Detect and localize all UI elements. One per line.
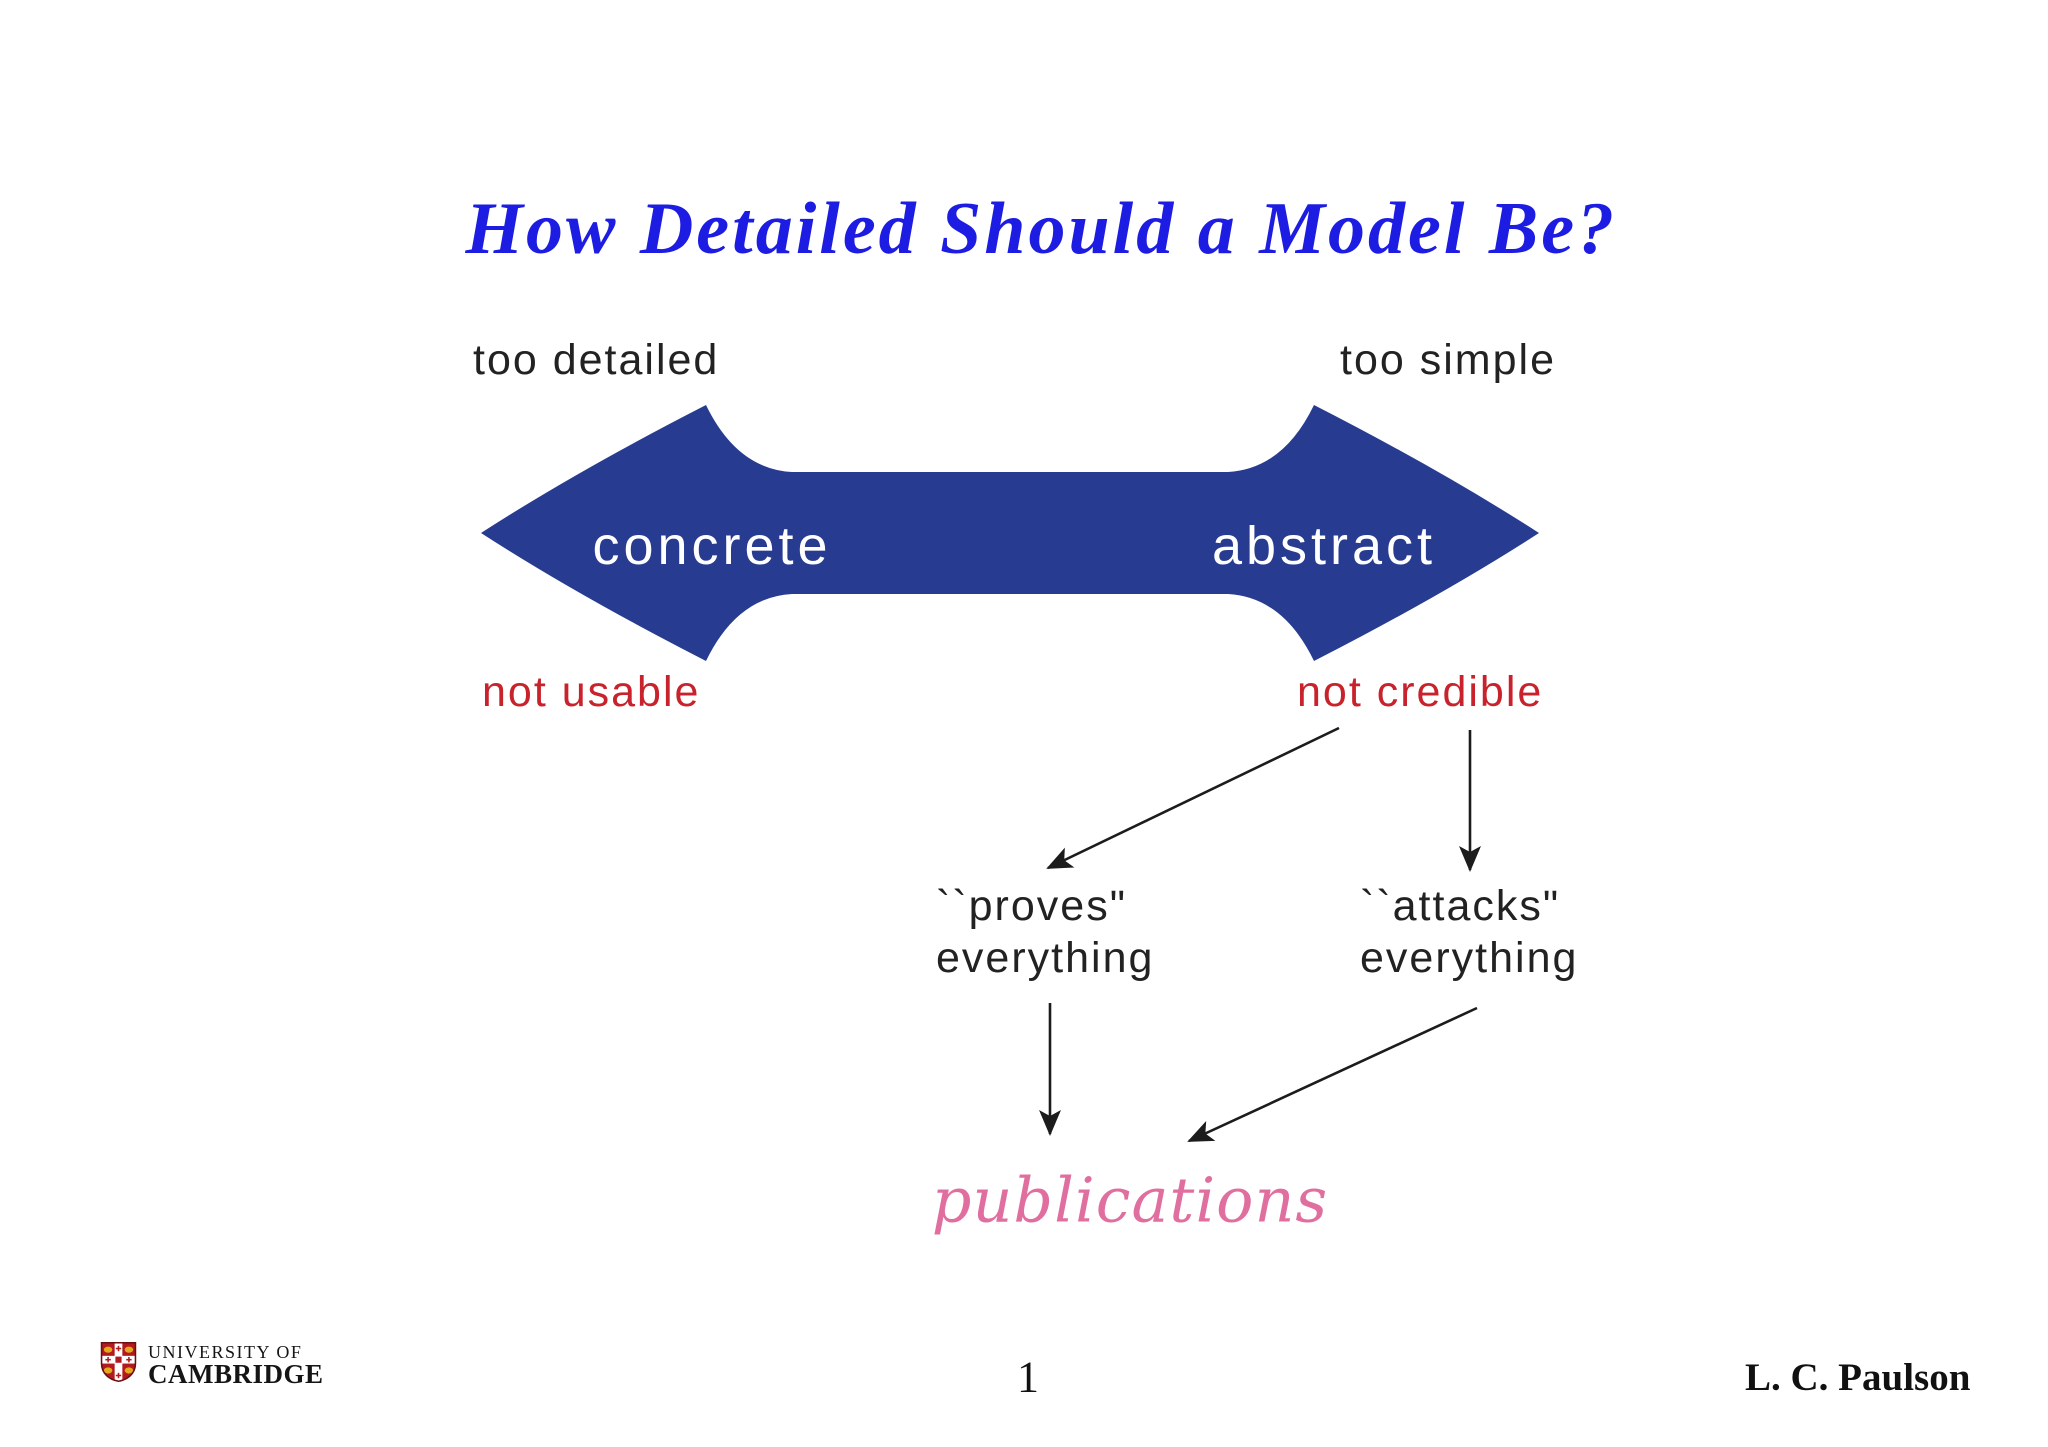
logo-cambridge: CAMBRIDGE [148, 1359, 324, 1389]
attacks-line1: ``attacks" [1360, 882, 1561, 930]
label-abstract: abstract [1211, 516, 1437, 576]
label-publications: publications [931, 1163, 1329, 1237]
label-concrete: concrete [592, 516, 832, 576]
attacks-line2: everything [1360, 934, 1579, 982]
page-number: 1 [1017, 1352, 1039, 1402]
label-too-simple: too simple [1340, 336, 1556, 384]
cambridge-logo: UNIVERSITY OF CAMBRIDGE [100, 1341, 324, 1389]
label-not-credible: not credible [1297, 668, 1544, 716]
cambridge-logo-text: UNIVERSITY OF CAMBRIDGE [148, 1341, 324, 1389]
slide-title: How Detailed Should a Model Be? [465, 188, 1618, 270]
proves-line1: ``proves" [936, 882, 1127, 930]
label-not-usable: not usable [482, 668, 701, 716]
label-attacks-everything: ``attacks" everything [1360, 880, 1578, 984]
double-arrow-shape [481, 405, 1539, 661]
label-proves-everything: ``proves" everything [936, 880, 1154, 984]
logo-university-of: UNIVERSITY OF [148, 1342, 303, 1362]
cambridge-shield-icon [100, 1341, 137, 1383]
label-too-detailed: too detailed [473, 336, 720, 384]
arrow-notcredible-to-proves [1046, 726, 1340, 870]
arrow-attacks-to-publications [1187, 1006, 1478, 1143]
author-name: L. C. Paulson [1745, 1356, 1971, 1399]
proves-line2: everything [936, 934, 1155, 982]
